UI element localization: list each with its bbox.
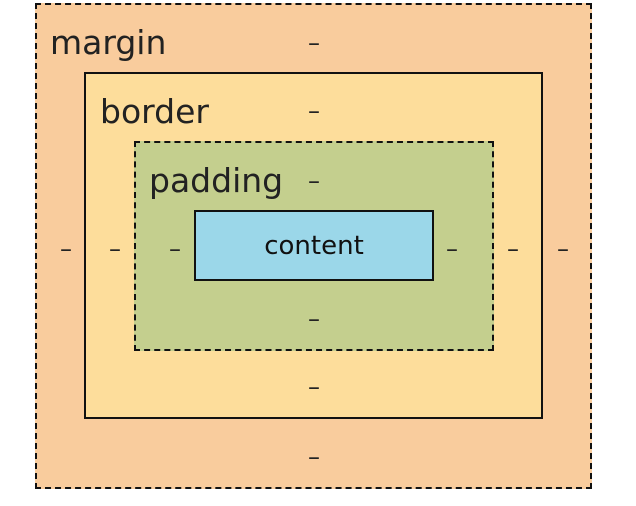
border-right-value: – — [507, 235, 519, 263]
margin-bottom-value: – — [308, 443, 320, 471]
padding-left-value: – — [169, 235, 181, 263]
border-left-value: – — [109, 235, 121, 263]
margin-right-value: – — [557, 235, 569, 263]
padding-label: padding — [149, 161, 284, 200]
border-top-value: – — [308, 97, 320, 125]
border-bottom-value: – — [308, 373, 320, 401]
border-label: border — [100, 92, 209, 131]
margin-top-value: – — [308, 29, 320, 57]
padding-right-value: – — [446, 235, 458, 263]
padding-top-value: – — [308, 167, 320, 195]
margin-left-value: – — [60, 235, 72, 263]
content-label: content — [264, 230, 364, 261]
content-box: content — [194, 210, 434, 281]
margin-label: margin — [50, 23, 167, 62]
padding-bottom-value: – — [308, 305, 320, 333]
